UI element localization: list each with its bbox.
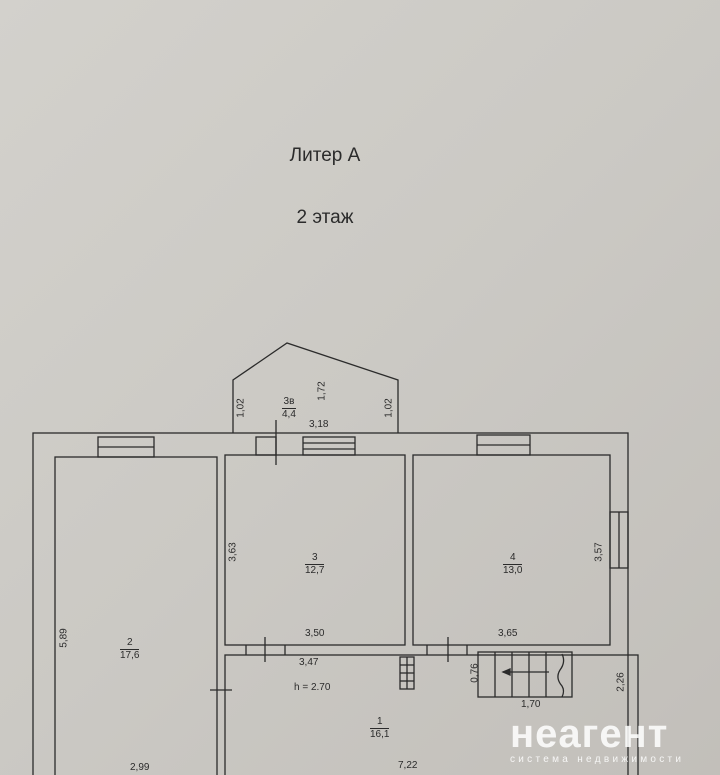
- room-2-outline: [54, 456, 218, 775]
- drawing-title: Литер А: [289, 145, 361, 166]
- window-top-right: [476, 434, 531, 456]
- dim-bay-width: 3,18: [309, 419, 329, 430]
- watermark-logo: неагент система недвижимости: [510, 714, 684, 766]
- dim-bay-left: 1,02: [235, 398, 247, 418]
- dim-room1-width: 7,22: [398, 760, 418, 771]
- outer-wall: [32, 432, 629, 775]
- dim-room4-height: 3,57: [593, 542, 605, 562]
- dim-stair-width: 1,70: [521, 699, 541, 710]
- dim-stair-height: 0,76: [469, 663, 481, 683]
- dim-hall-door: 3,47: [299, 657, 319, 668]
- room-area: 13,0: [503, 565, 523, 576]
- window-right: [609, 511, 629, 569]
- dim-room1-side: 2,26: [615, 672, 627, 692]
- window-bay: [302, 436, 356, 456]
- room-number: 3в: [282, 396, 296, 409]
- vent-grille: [399, 656, 415, 690]
- dim-room2-height: 5,89: [58, 628, 70, 648]
- room-4-outline: [412, 454, 611, 646]
- window-top-left: [97, 436, 155, 458]
- room-number: 4: [503, 552, 523, 565]
- room-1-outline: [224, 654, 639, 775]
- room-area: 4,4: [282, 409, 296, 420]
- dim-room4-width: 3,65: [498, 628, 518, 639]
- ceiling-height: h = 2.70: [294, 682, 331, 693]
- bay-outline: [232, 342, 399, 433]
- dim-room3-width: 3,50: [305, 628, 325, 639]
- staircase: [477, 651, 573, 698]
- room-number: 1: [370, 716, 390, 729]
- dim-room3-height: 3,63: [227, 542, 239, 562]
- room-number: 3: [305, 552, 325, 565]
- watermark-tagline: система недвижимости: [510, 754, 685, 765]
- room-area: 16,1: [370, 729, 390, 740]
- room-area: 12,7: [305, 565, 325, 576]
- room-3-outline: [224, 454, 406, 646]
- dim-bay-right: 1,02: [383, 398, 395, 418]
- floor-label: 2 этаж: [296, 207, 354, 228]
- dim-room2-width: 2,99: [130, 762, 150, 773]
- watermark-brand: неагент: [510, 712, 669, 756]
- room-area: 17,6: [120, 650, 140, 661]
- room-number: 2: [120, 637, 140, 650]
- dim-bay-height: 1,72: [316, 381, 328, 401]
